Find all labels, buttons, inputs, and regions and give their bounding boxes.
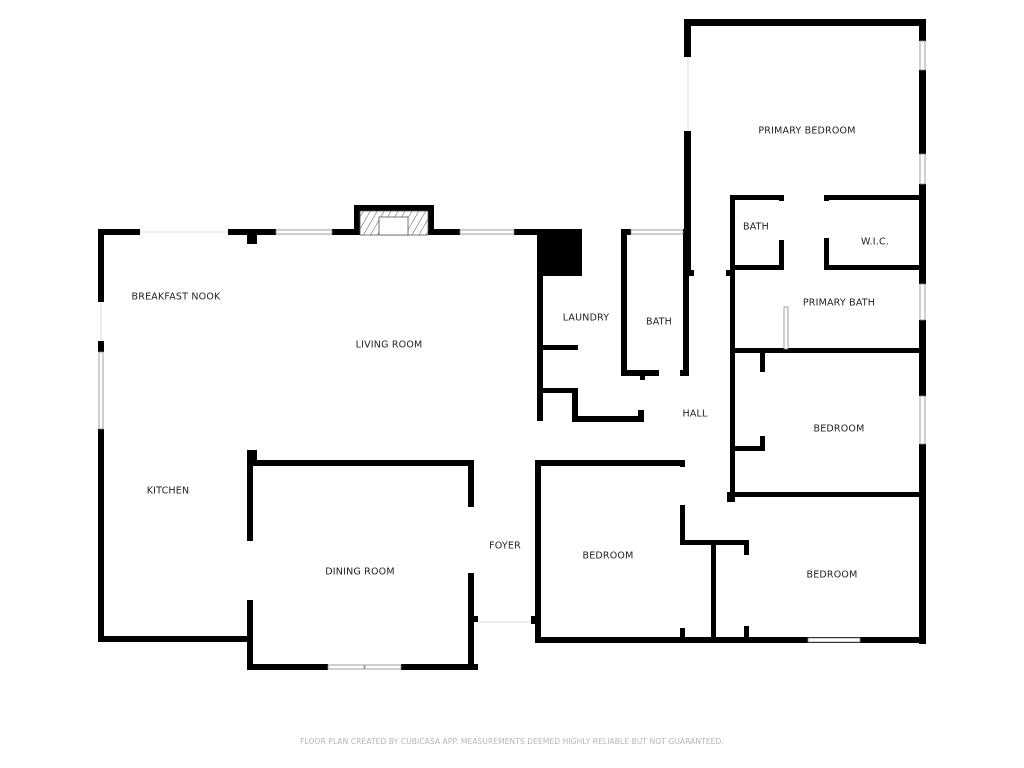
room-label-foyer: FOYER xyxy=(489,540,521,552)
windows xyxy=(98,40,926,670)
room-label-bedroom-east: BEDROOM xyxy=(813,423,865,435)
room-label-bedroom-south: BEDROOM xyxy=(582,550,634,562)
room-label-living-room: LIVING ROOM xyxy=(355,339,423,351)
walls xyxy=(98,19,926,670)
room-label-primary-bath: PRIMARY BATH xyxy=(802,297,876,309)
room-label-hall: HALL xyxy=(682,408,708,420)
room-label-kitchen: KITCHEN xyxy=(146,485,190,497)
fireplace-hearth xyxy=(359,210,429,236)
room-label-breakfast-nook: BREAKFAST NOOK xyxy=(131,291,221,303)
room-label-bath-primary-small: BATH xyxy=(742,221,770,233)
room-label-laundry: LAUNDRY xyxy=(562,312,610,324)
room-label-primary-bedroom: PRIMARY BEDROOM xyxy=(758,125,856,137)
room-label-wic: W.I.C. xyxy=(861,236,889,248)
room-label-bedroom-southeast: BEDROOM xyxy=(806,569,858,581)
room-label-bath: BATH xyxy=(645,316,673,328)
footer-disclaimer: FLOOR PLAN CREATED BY CUBICASA APP. MEAS… xyxy=(300,737,724,746)
door-openings xyxy=(100,57,689,623)
room-label-dining-room: DINING ROOM xyxy=(325,566,395,578)
